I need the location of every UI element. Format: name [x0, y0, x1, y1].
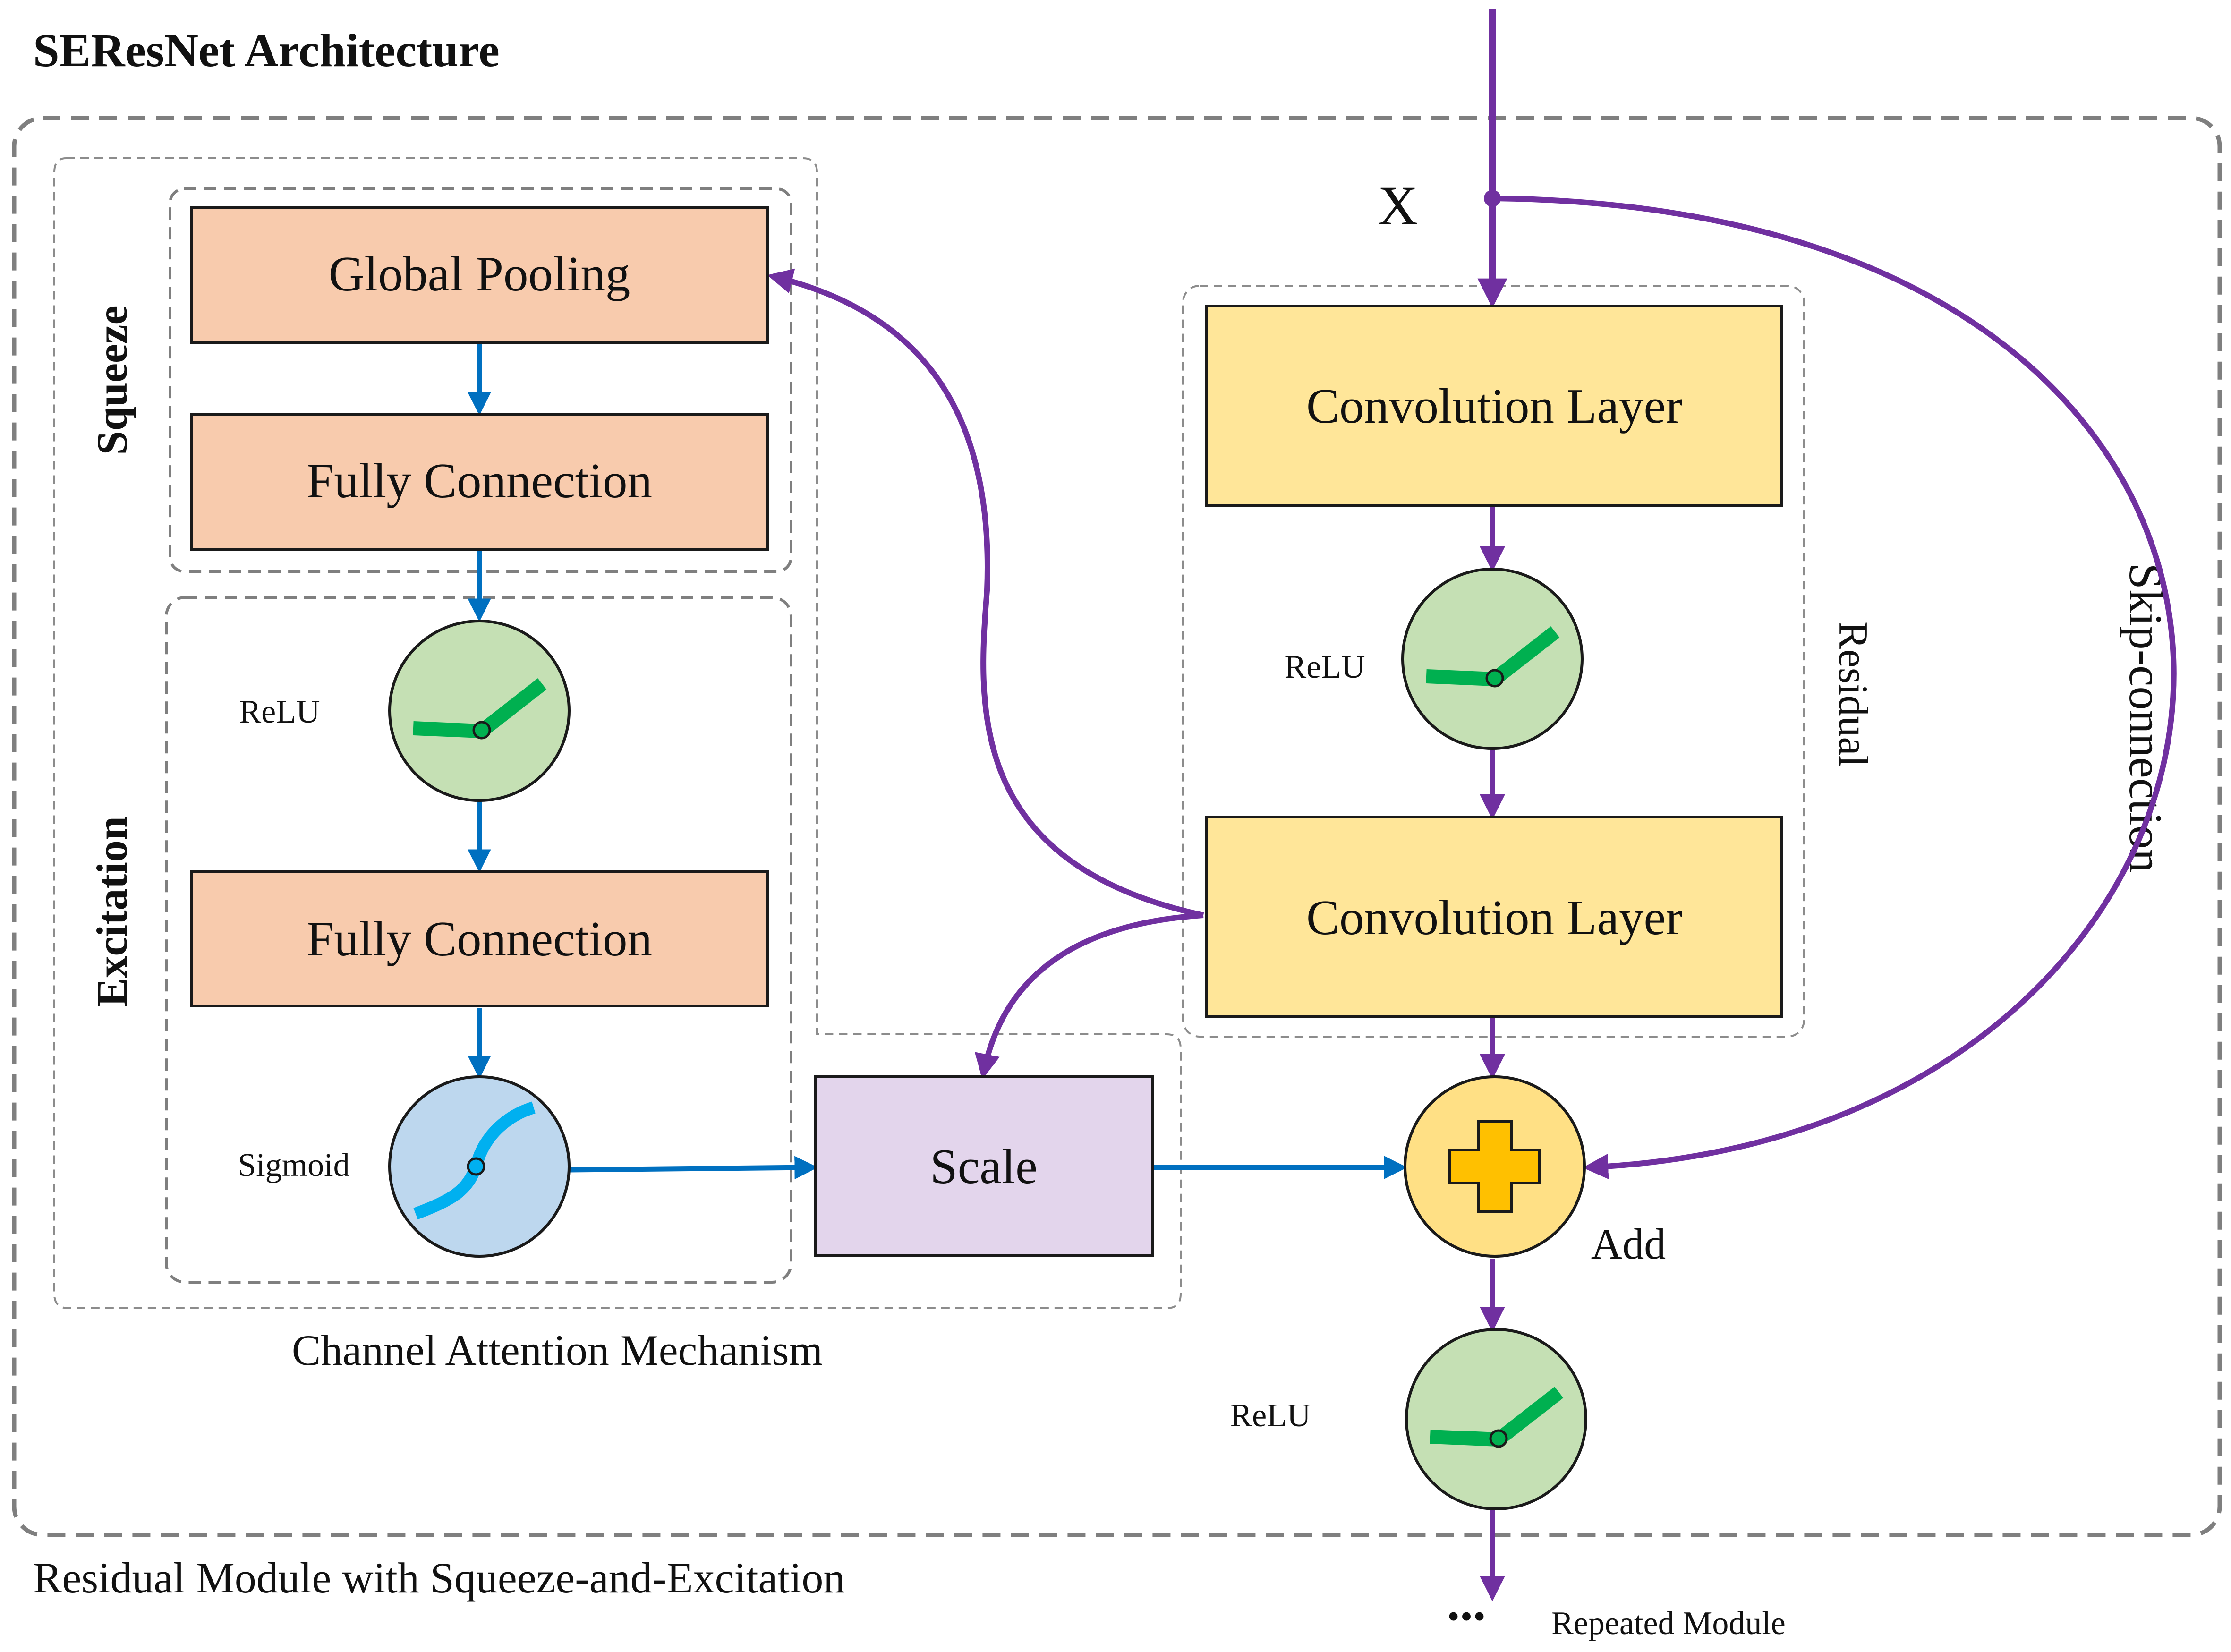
residual-label: Residual: [1830, 622, 1876, 767]
conv-layer-2-label: Convolution Layer: [1306, 890, 1682, 945]
sigmoid-to-scale-arrow: [569, 1156, 818, 1180]
fully-connection-1-label: Fully Connection: [307, 453, 652, 508]
input-x-label: X: [1378, 175, 1418, 237]
residual-relu-label: ReLU: [1284, 649, 1365, 685]
conv-layer-1-label: Convolution Layer: [1306, 378, 1682, 434]
squeeze-label: Squeeze: [88, 306, 136, 455]
output-relu-node: [1405, 1328, 1587, 1510]
conv2-to-scale-arrow: [974, 912, 1204, 1080]
add-label: Add: [1591, 1220, 1666, 1268]
fully-connection-1-node: Fully Connection: [190, 413, 769, 551]
fully-connection-2-node: Fully Connection: [190, 870, 769, 1007]
residual-module-container: [12, 116, 2222, 1537]
diagram-title: SEResNet Architecture: [33, 24, 500, 77]
repeated-module-label: Repeated Module: [1551, 1605, 1786, 1642]
plus-icon: [1448, 1120, 1541, 1213]
sigmoid-label: Sigmoid: [238, 1147, 349, 1184]
excitation-relu-label: ReLU: [239, 694, 320, 730]
global-pooling-label: Global Pooling: [329, 246, 630, 301]
channel-attention-container: [53, 157, 1182, 1309]
scale-label: Scale: [930, 1139, 1037, 1194]
excitation-relu-node: [388, 620, 571, 802]
conv2-to-global-pooling-arrow: [767, 268, 1204, 918]
add-node: [1404, 1075, 1586, 1258]
fully-connection-2-label: Fully Connection: [307, 911, 652, 966]
excitation-container: [165, 596, 792, 1284]
conv-layer-1-node: Convolution Layer: [1205, 305, 1783, 507]
scale-node: Scale: [814, 1075, 1154, 1257]
attention-caption: Channel Attention Mechanism: [292, 1326, 823, 1374]
residual-relu-node: [1401, 568, 1584, 750]
excitation-label: Excitation: [88, 816, 136, 1007]
module-caption: Residual Module with Squeeze-and-Excitat…: [33, 1554, 845, 1602]
output-relu-label: ReLU: [1230, 1397, 1311, 1434]
skip-connection-arrow: [1492, 196, 2177, 1179]
ellipsis: ...: [1447, 1574, 1486, 1631]
global-pooling-node: Global Pooling: [190, 206, 769, 344]
sigmoid-node: [388, 1075, 571, 1258]
conv-layer-2-node: Convolution Layer: [1205, 816, 1783, 1018]
